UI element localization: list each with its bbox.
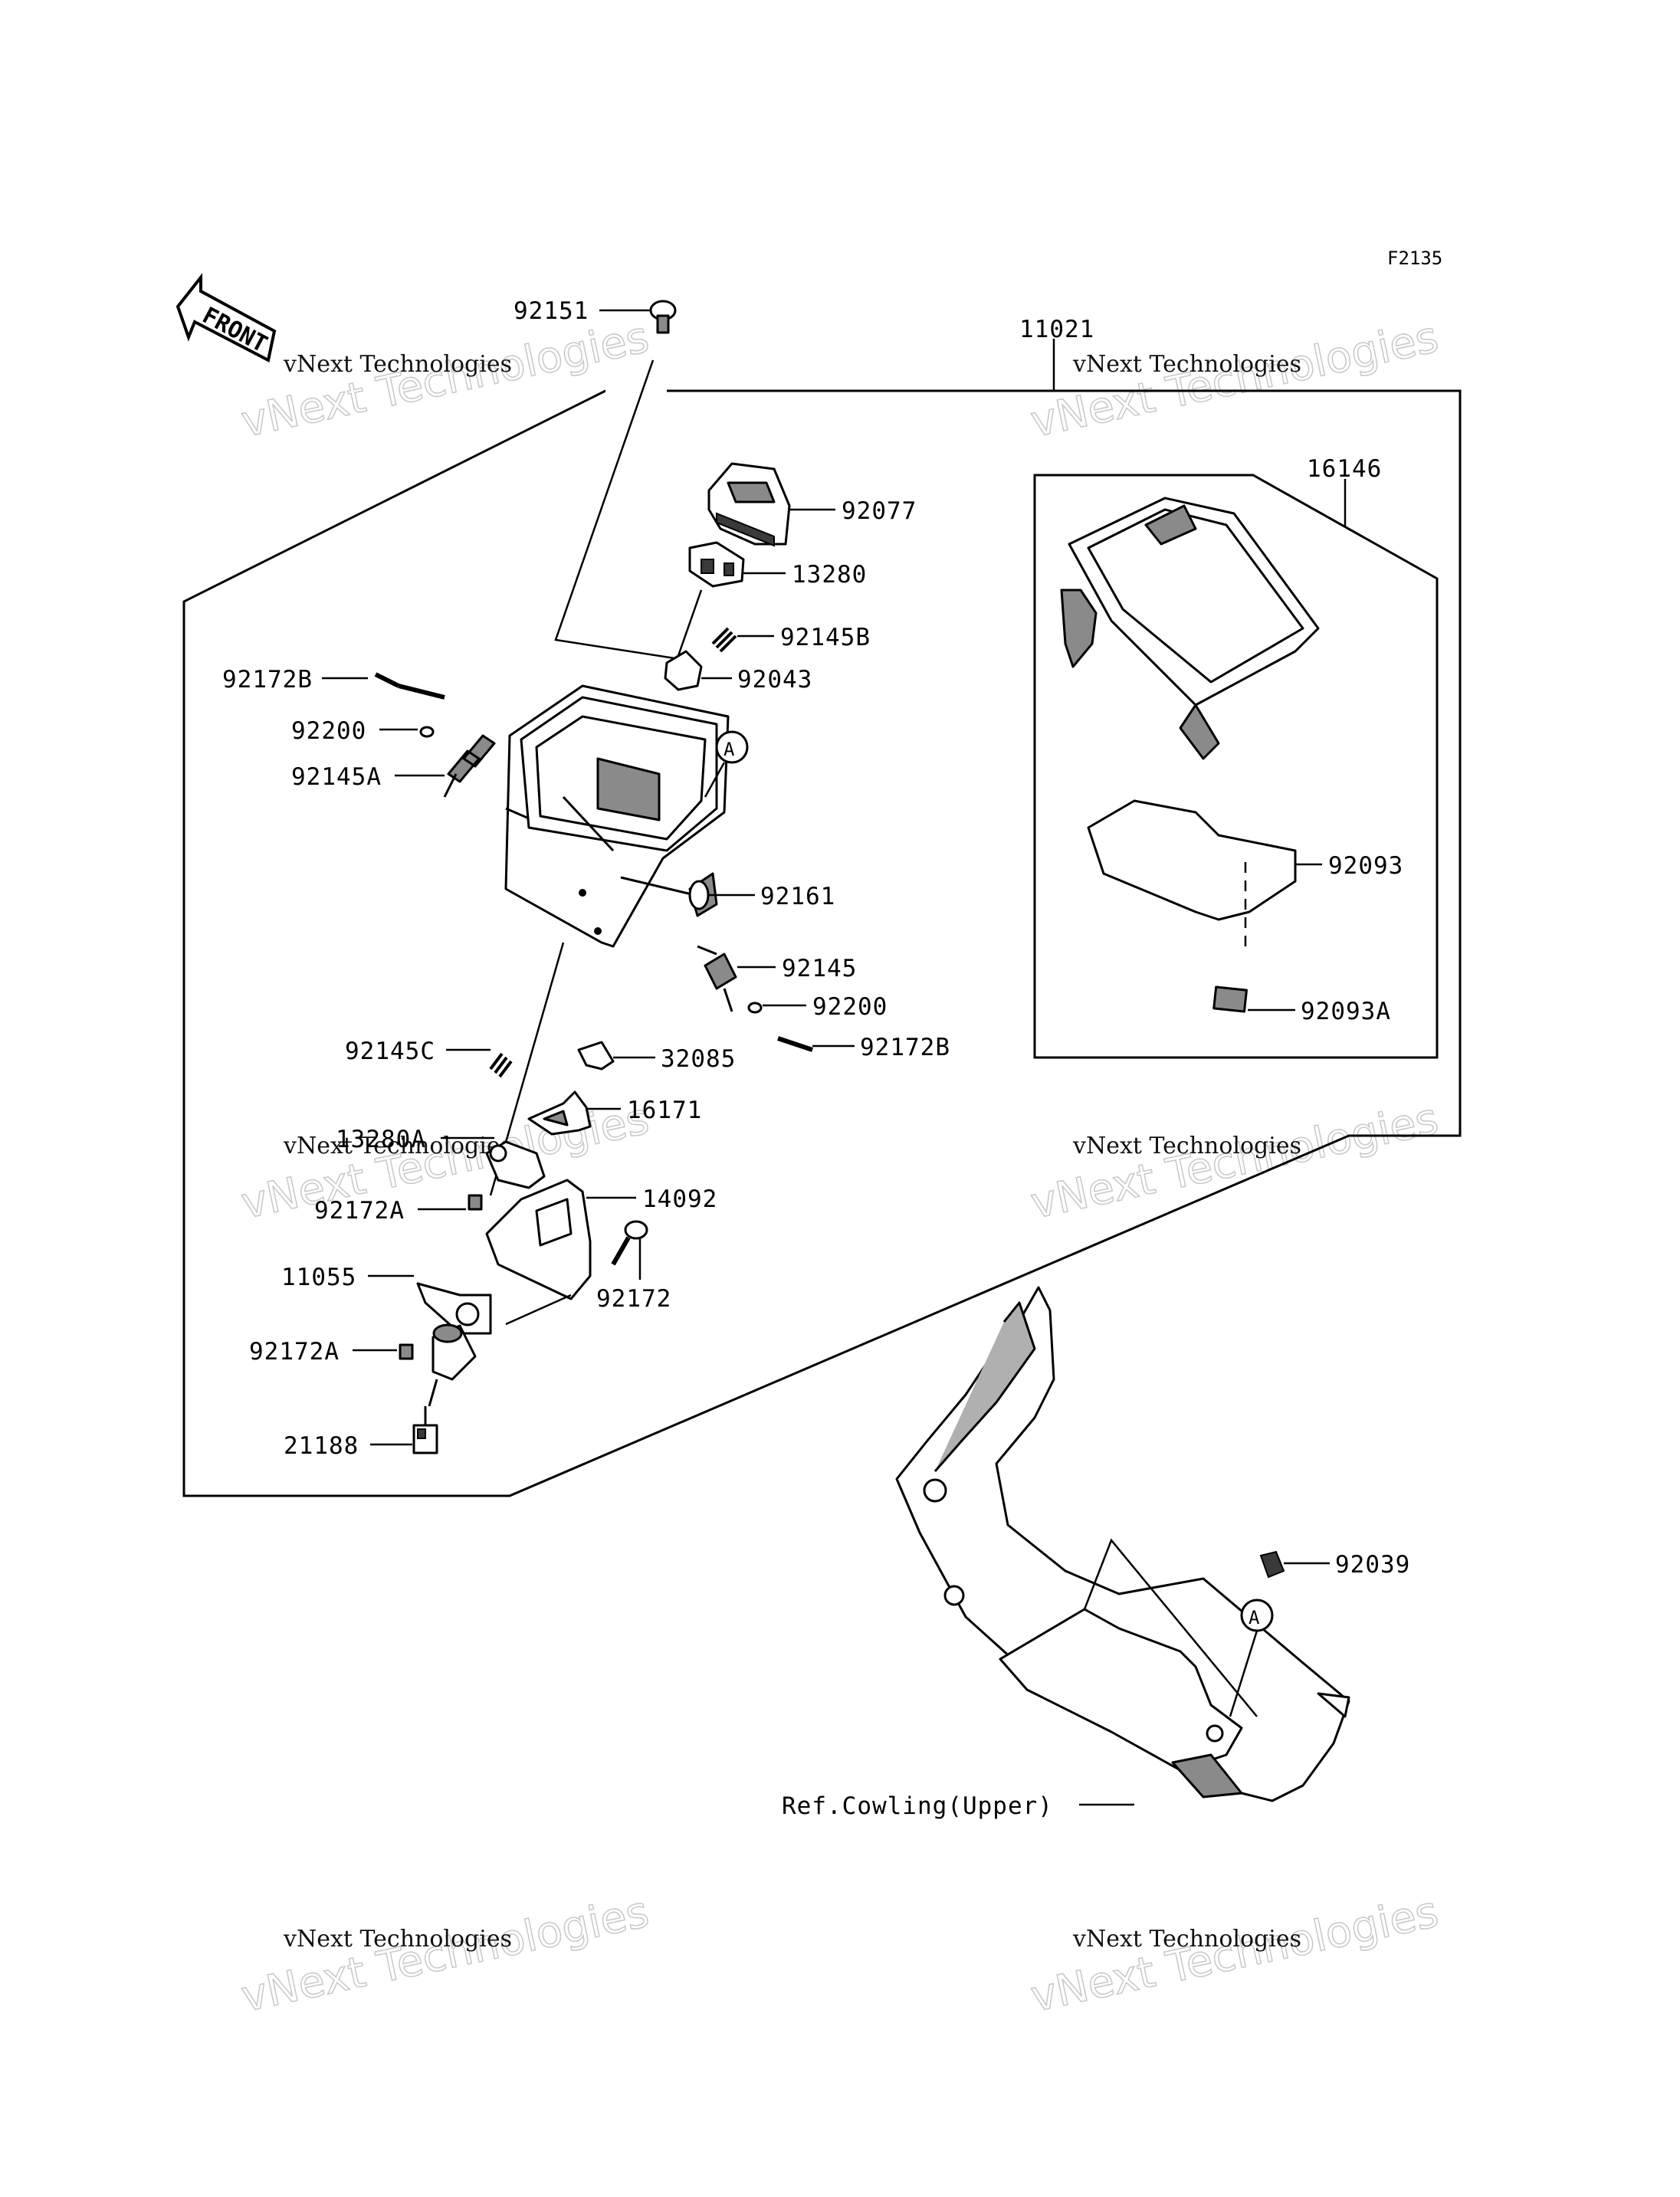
bracket-11055-icon xyxy=(416,1282,492,1335)
spring-92145C-icon xyxy=(489,1052,513,1078)
label-21188: 21188 xyxy=(284,1432,359,1460)
pad-92093A-icon xyxy=(1212,985,1248,1013)
label-92172A-bot: 92172A xyxy=(249,1338,340,1366)
pad-92093-icon xyxy=(1087,799,1297,921)
label-92145C: 92145C xyxy=(345,1038,435,1065)
connector-21188-icon xyxy=(412,1406,438,1454)
solenoid-icon xyxy=(428,1323,477,1407)
label-92172B-top: 92172B xyxy=(222,666,313,694)
screw-92172-icon xyxy=(611,1220,648,1266)
watermark-text: vNext Technologies xyxy=(1072,1133,1301,1159)
spring-92145A-icon xyxy=(443,734,496,798)
label-92151: 92151 xyxy=(514,297,589,325)
label-11021: 11021 xyxy=(1019,316,1094,343)
watermark-text: vNext Technologies xyxy=(1026,1887,1442,2022)
label-92145B: 92145B xyxy=(780,624,871,651)
watermark-text: vNext Technologies xyxy=(1026,1094,1442,1229)
lid-16146-icon xyxy=(1060,497,1320,760)
cowling-upper-icon xyxy=(895,1286,1350,1802)
callout-a-top: A xyxy=(704,730,749,798)
latch-cover-92077-icon xyxy=(707,462,791,547)
label-92145A: 92145A xyxy=(291,763,382,791)
watermark-text: vNext Technologies xyxy=(1072,351,1301,378)
label-92145: 92145 xyxy=(782,955,857,982)
label-14092: 14092 xyxy=(642,1185,717,1213)
label-92161: 92161 xyxy=(760,883,835,910)
storage-box-icon xyxy=(504,684,730,948)
screw-92172A-bot-icon xyxy=(399,1343,414,1360)
bracket-16171-icon xyxy=(527,1090,592,1136)
screw-92151-icon xyxy=(649,300,677,334)
washer-92200-top-icon xyxy=(419,726,435,738)
label-92200-top: 92200 xyxy=(291,717,366,745)
callout-a-cowling-label: A xyxy=(1249,1607,1260,1628)
watermark-bottom-left: vNext Technologies vNext Technologies xyxy=(237,1887,654,2023)
figure-code: F2135 xyxy=(1387,248,1442,269)
screw-92172B-bot-icon xyxy=(777,1036,813,1052)
bracket-14092-icon xyxy=(485,1179,592,1300)
label-92093: 92093 xyxy=(1328,852,1403,880)
watermark-bottom-right: vNext Technologies vNext Technologies xyxy=(1026,1887,1443,2023)
spring-92145B-icon xyxy=(711,627,737,653)
watermark-top-left: vNext Technologies vNext Technologies xyxy=(237,312,654,448)
leader-92151-axis xyxy=(554,359,691,662)
label-13280A: 13280A xyxy=(336,1126,426,1153)
screw-92172A-top-icon xyxy=(468,1194,483,1211)
watermark-text: vNext Technologies xyxy=(283,1926,512,1953)
watermark-text: vNext Technologies xyxy=(237,313,653,448)
spring-92145-icon xyxy=(697,945,737,1012)
label-32085: 32085 xyxy=(661,1045,736,1073)
label-92200-bot: 92200 xyxy=(812,993,888,1021)
label-92172B-bot: 92172B xyxy=(860,1034,950,1061)
label-11055: 11055 xyxy=(281,1264,356,1291)
latch-13280-icon xyxy=(688,541,745,588)
label-ref-cowling: Ref.Cowling(Upper) xyxy=(782,1792,1053,1820)
latch-13280A-icon xyxy=(485,1140,546,1189)
label-13280: 13280 xyxy=(792,561,867,589)
subframe-16146 xyxy=(1033,474,1439,1059)
watermark-text: vNext Technologies xyxy=(283,351,512,378)
watermark-mid-right: vNext Technologies vNext Technologies xyxy=(1026,1094,1443,1230)
label-92039: 92039 xyxy=(1335,1551,1410,1579)
label-92093A: 92093A xyxy=(1301,998,1391,1025)
label-92172: 92172 xyxy=(596,1285,671,1313)
callout-a-cowling: A xyxy=(1229,1599,1274,1717)
damper-92161-icon xyxy=(688,872,718,917)
watermark-text: vNext Technologies xyxy=(237,1887,653,2022)
pin-92043-icon xyxy=(664,650,703,691)
label-16171: 16171 xyxy=(627,1097,702,1124)
label-92172A-top: 92172A xyxy=(314,1197,405,1225)
label-92043: 92043 xyxy=(737,666,812,694)
front-arrow-icon: FRONT xyxy=(176,273,277,362)
clip-32085-icon xyxy=(577,1041,615,1071)
watermark-text: vNext Technologies xyxy=(1072,1926,1301,1953)
clip-92039-icon xyxy=(1259,1550,1285,1579)
label-16146: 16146 xyxy=(1307,455,1382,483)
label-92077: 92077 xyxy=(842,497,917,525)
screw-92172B-top-icon xyxy=(374,672,445,700)
assembly-frame-11021 xyxy=(182,389,1462,1497)
callout-a-top-label: A xyxy=(724,739,735,760)
washer-92200-bot-icon xyxy=(747,1002,763,1014)
